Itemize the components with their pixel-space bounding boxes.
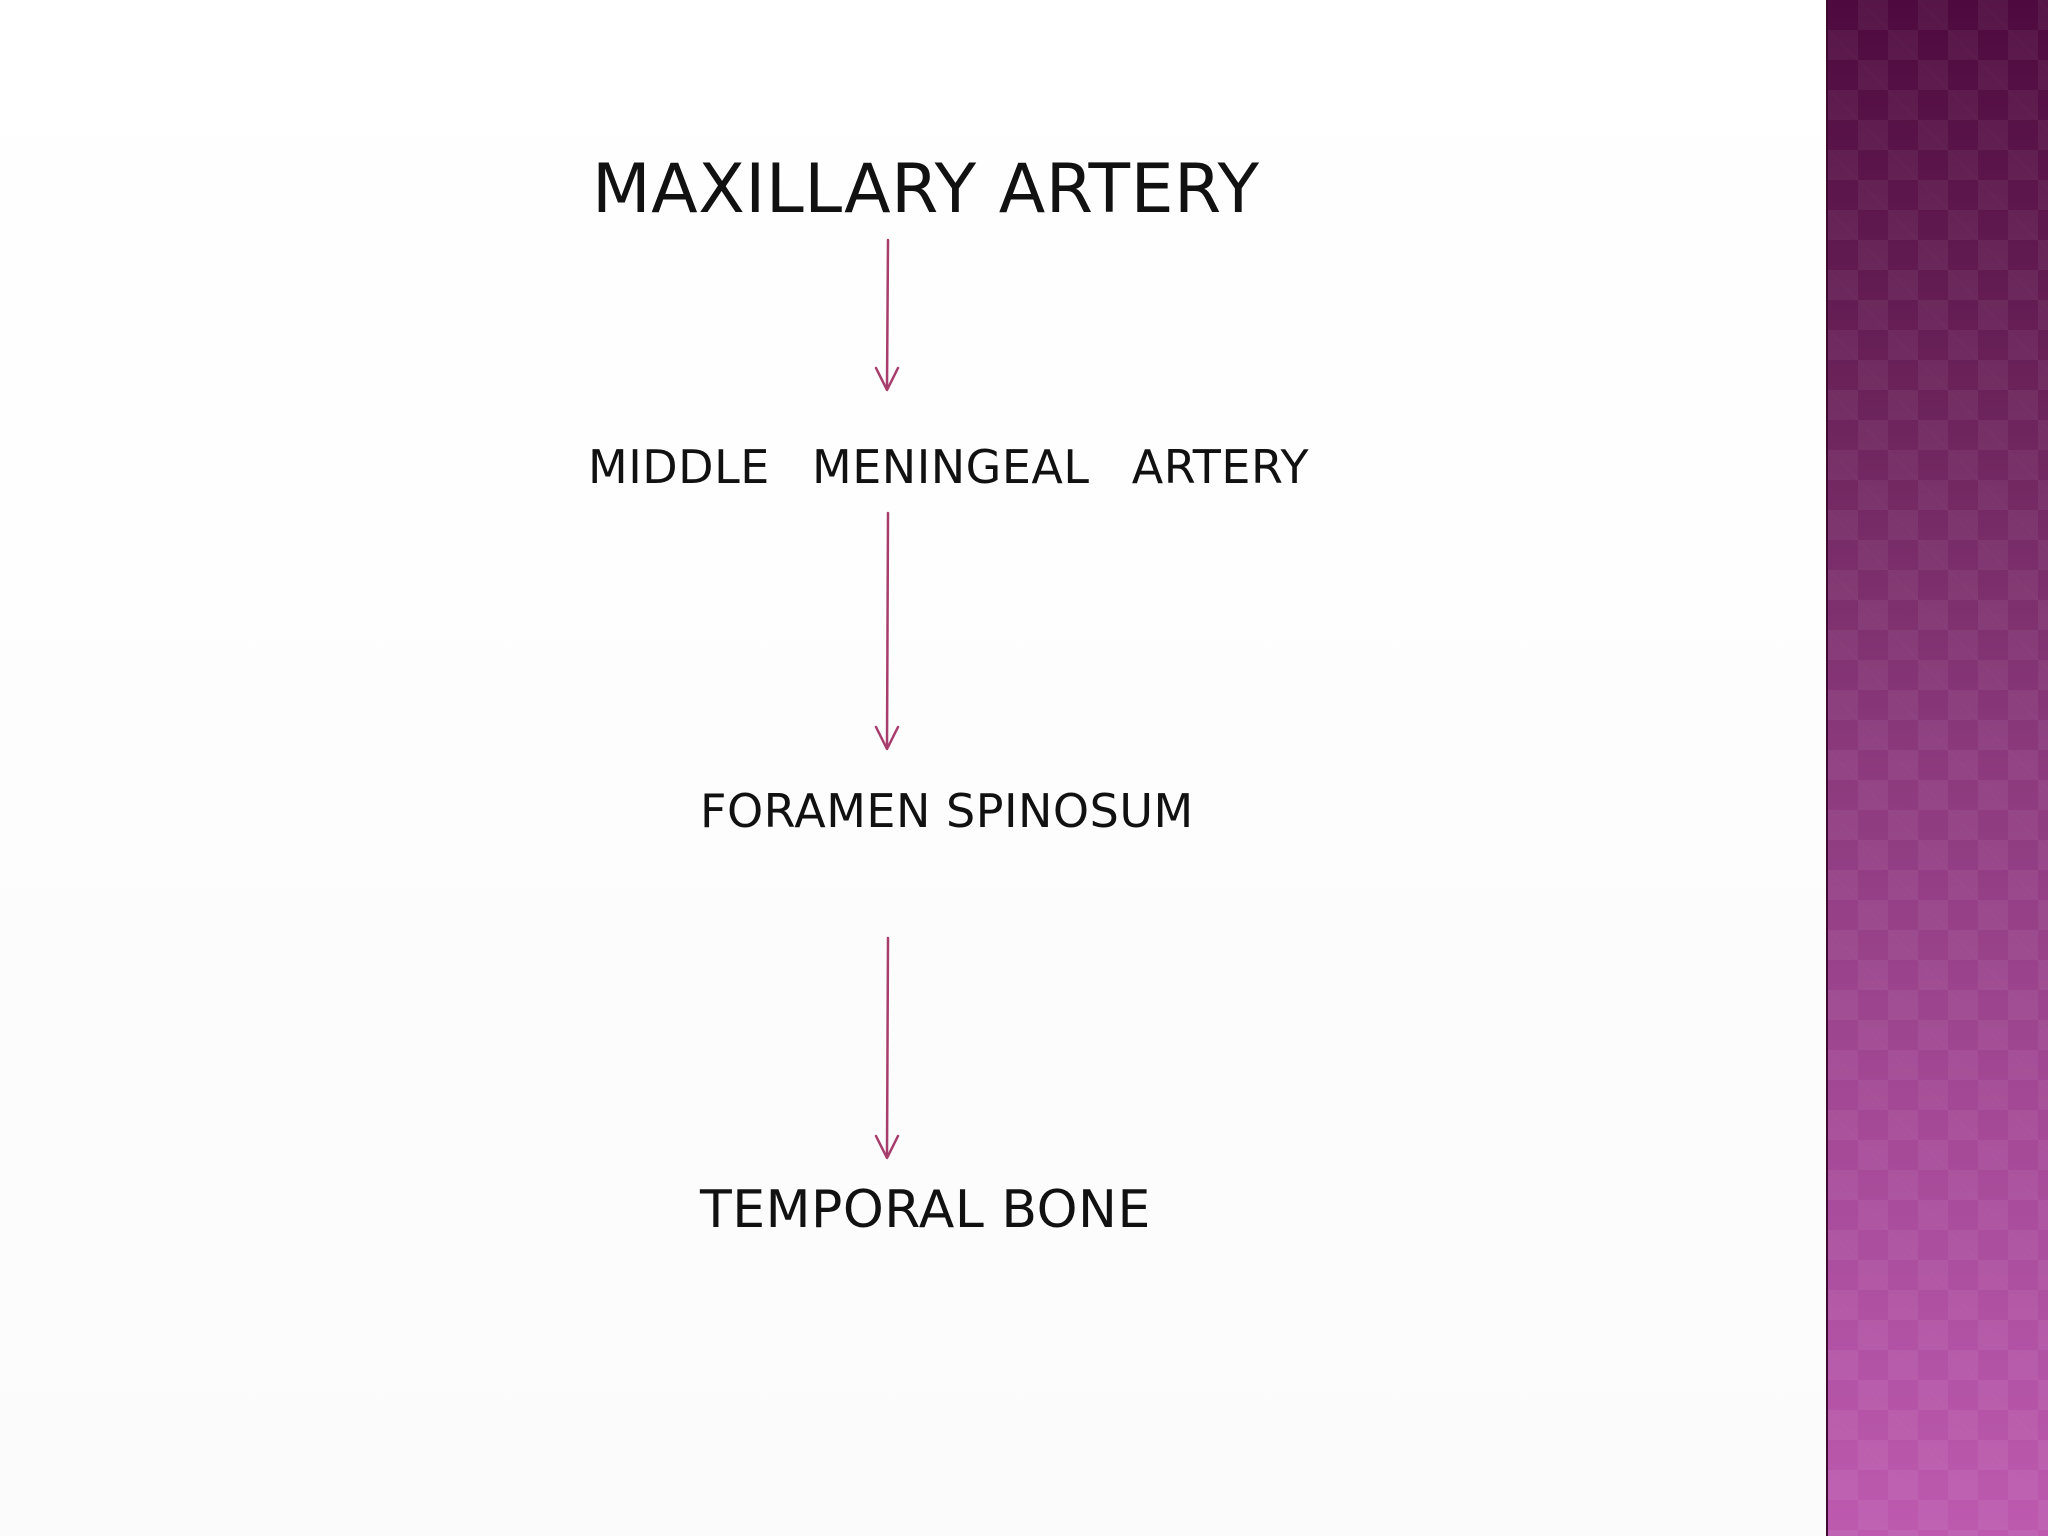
arrow-1 — [874, 238, 900, 392]
node-temporal-bone: TEMPORAL BONE — [700, 1180, 1151, 1240]
node-foramen-spinosum: FORAMEN SPINOSUM — [700, 784, 1194, 838]
decorative-side-band — [1826, 0, 2048, 1536]
arrow-3 — [874, 936, 900, 1160]
node-maxillary-artery: MAXILLARY ARTERY — [592, 150, 1260, 229]
node-middle-meningeal-artery: MIDDLE MENINGEAL ARTERY — [588, 440, 1310, 494]
arrow-2 — [874, 511, 900, 751]
